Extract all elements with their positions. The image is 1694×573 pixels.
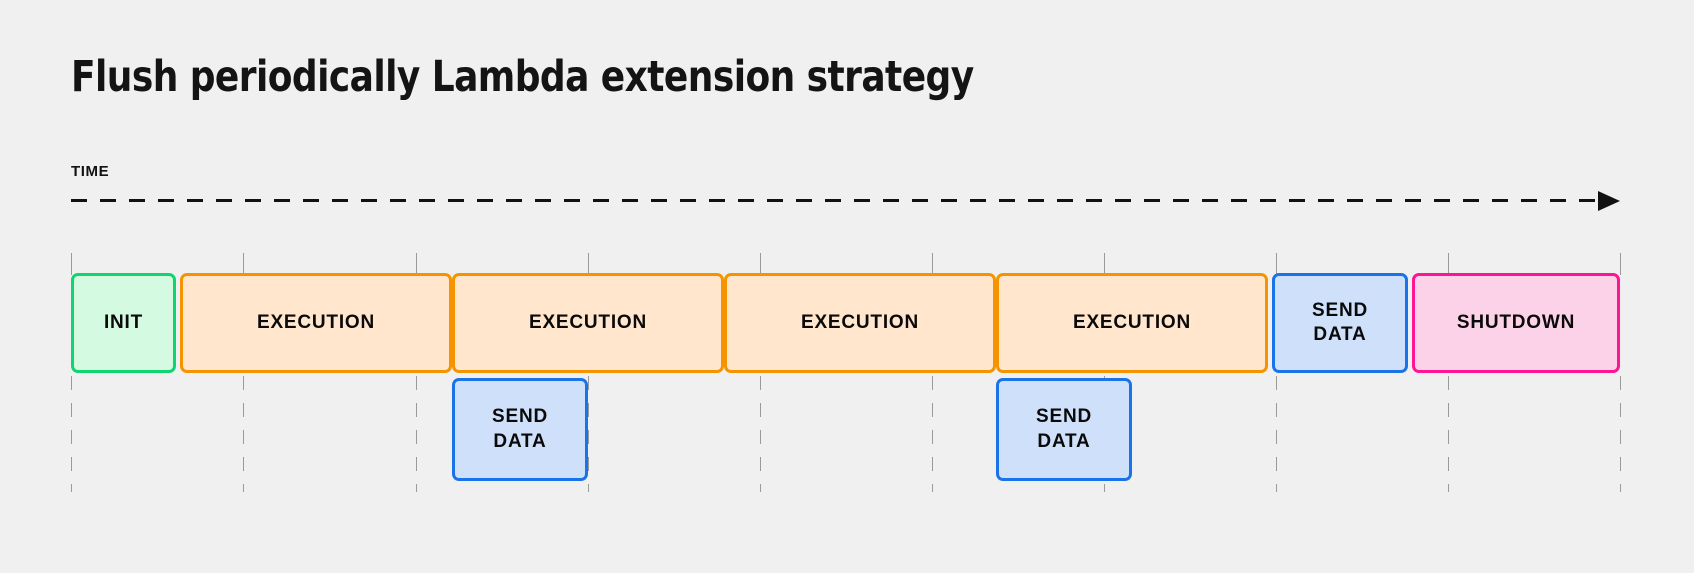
timeline-tick-9 [1620, 253, 1621, 275]
lifecycle-box-send-5[interactable]: SEND DATA [1272, 273, 1408, 373]
timeline-tick-5 [932, 253, 933, 275]
extension-box-send-1[interactable]: SEND DATA [996, 378, 1132, 481]
timeline-tick-3 [588, 253, 589, 275]
timeline-tick-0 [71, 253, 72, 275]
page-title: Flush periodically Lambda extension stra… [71, 52, 974, 102]
timeline-tick-6 [1104, 253, 1105, 275]
timeline-guide-1 [243, 376, 244, 492]
timeline-tick-4 [760, 253, 761, 275]
time-axis-dashed-line [71, 199, 1602, 202]
timeline-guide-9 [1620, 376, 1621, 492]
timeline-tick-7 [1276, 253, 1277, 275]
lifecycle-box-exec-3[interactable]: EXECUTION [724, 273, 996, 373]
lifecycle-box-exec-4[interactable]: EXECUTION [996, 273, 1268, 373]
timeline-guide-3 [588, 376, 589, 492]
timeline-guide-2 [416, 376, 417, 492]
lifecycle-box-init-0[interactable]: INIT [71, 273, 176, 373]
timeline-guide-5 [932, 376, 933, 492]
timeline-tick-2 [416, 253, 417, 275]
timeline-tick-1 [243, 253, 244, 275]
timeline-guide-4 [760, 376, 761, 492]
lifecycle-box-shutdown-6[interactable]: SHUTDOWN [1412, 273, 1620, 373]
timeline-guide-8 [1448, 376, 1449, 492]
lifecycle-box-exec-2[interactable]: EXECUTION [452, 273, 724, 373]
timeline-guide-0 [71, 376, 72, 492]
extension-box-send-0[interactable]: SEND DATA [452, 378, 588, 481]
timeline-guide-7 [1276, 376, 1277, 492]
lifecycle-box-exec-1[interactable]: EXECUTION [180, 273, 452, 373]
time-axis-label: TIME [71, 163, 110, 180]
arrow-right-icon [1598, 191, 1620, 211]
timeline-tick-8 [1448, 253, 1449, 275]
